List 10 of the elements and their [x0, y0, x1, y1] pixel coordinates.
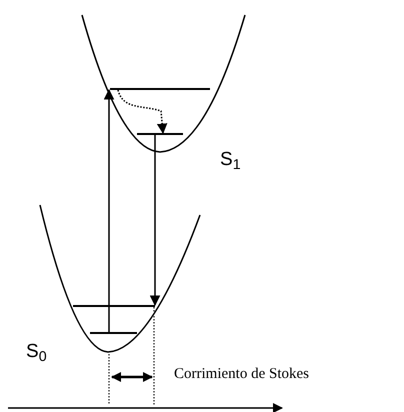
- shift-label: Corrimiento de Stokes: [174, 367, 309, 382]
- energy-level-line: [90, 332, 137, 334]
- energy-level-line: [110, 88, 210, 90]
- energy-level-line: [73, 305, 155, 307]
- relaxation-arrow: [117, 90, 168, 134]
- state-label: S$_{0}$: [26, 342, 47, 361]
- energy-level-line: [137, 133, 183, 135]
- transition-arrow: [150, 135, 160, 306]
- state-label: S$_{1}$: [220, 150, 241, 169]
- transition-arrow: [104, 88, 114, 332]
